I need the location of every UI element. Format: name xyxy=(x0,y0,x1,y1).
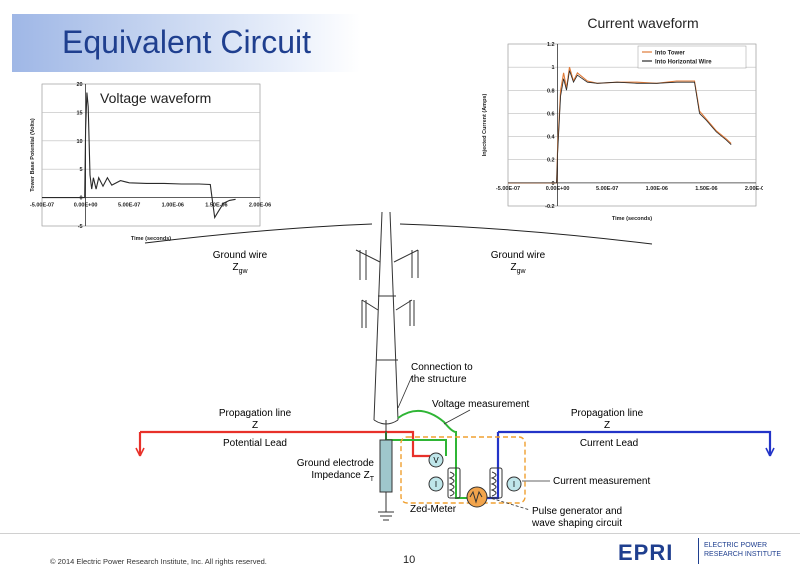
logo-text: ELECTRIC POWER RESEARCH INSTITUTE xyxy=(704,542,782,558)
voltage-measurement-label: Voltage measurement xyxy=(432,399,530,410)
epri-logo: EPRI ELECTRIC POWER RESEARCH INSTITUTE xyxy=(618,538,782,566)
transmission-tower xyxy=(355,211,419,425)
plot-area xyxy=(41,83,261,227)
propagation-left-label: Propagation line Z xyxy=(218,408,292,431)
y-axis-label: Injected Current (Amps) xyxy=(482,94,488,157)
x-tick-label: -5.00E-07 xyxy=(496,186,520,192)
x-tick-label: 1.00E-06 xyxy=(646,186,668,192)
x-tick-label: 0.00E+00 xyxy=(546,186,570,192)
voltage-callout-line xyxy=(443,409,471,425)
y-tick-label: 20 xyxy=(76,82,82,88)
pulse-generator-symbol xyxy=(466,486,488,508)
legend-entry: Into Horizontal Wire xyxy=(655,60,712,66)
voltage-chart: -5 0 5 10 15 20 -5.00E-07 0.00E+00 5.00E-07 1.00E… xyxy=(30,82,271,242)
pulse-generator-label: Pulse generator and wave shaping circuit xyxy=(532,506,623,529)
current-chart: -0.2 0 0.2 0.4 0.6 0.8 1 1.2 -5.00E-07 0.00E+00 5.… xyxy=(482,15,763,222)
y-tick-label: -0.2 xyxy=(545,204,554,210)
y-tick-label: 10 xyxy=(76,139,82,145)
ground-electrode xyxy=(378,420,394,521)
y-tick-label: -5 xyxy=(78,224,83,230)
x-tick-label: 2.00E-06 xyxy=(249,203,271,209)
coil-right xyxy=(489,467,503,499)
y-tick-label: 0.8 xyxy=(547,88,555,94)
legend-entry: Into Tower xyxy=(655,51,686,57)
x-tick-label: 1.00E-06 xyxy=(162,203,184,209)
legend-box xyxy=(637,45,747,69)
propagation-right-label: Propagation line Z xyxy=(570,408,644,431)
pulse-callout-line xyxy=(486,496,531,511)
coil-left xyxy=(447,467,461,499)
x-tick-label: 5.00E-07 xyxy=(596,186,618,192)
logo-divider xyxy=(698,538,699,564)
potential-lead-label: Potential Lead xyxy=(223,438,287,449)
slide-title: Equivalent Circuit xyxy=(62,24,311,60)
voltmeter-symbol: V xyxy=(428,452,444,468)
zed-meter-box xyxy=(400,436,526,504)
x-axis-label: Time (seconds) xyxy=(131,236,171,242)
chart-title: Voltage waveform xyxy=(100,90,211,106)
copyright: © 2014 Electric Power Research Institute… xyxy=(50,557,267,566)
y-tick-label: 0 xyxy=(552,181,555,187)
x-tick-label: 1.50E-06 xyxy=(695,186,717,192)
y-tick-label: 0.6 xyxy=(547,111,555,117)
ground-wire-right-label: Ground wire Zgw xyxy=(490,250,546,275)
ground-wire-right xyxy=(399,223,653,245)
epri-logo-mark: EPRI xyxy=(618,540,673,564)
plot-area xyxy=(507,43,757,207)
ground-wire-left xyxy=(144,223,373,244)
current-measurement-label: Current measurement xyxy=(553,476,651,487)
svg-text:I: I xyxy=(513,480,515,489)
ground-electrode-label: Ground electrode Impedance ZT xyxy=(296,458,374,483)
footer-divider xyxy=(0,533,800,534)
x-axis-label: Time (seconds) xyxy=(612,216,652,222)
y-tick-label: 15 xyxy=(76,110,82,116)
current-lead-label: Current Lead xyxy=(579,438,639,449)
voltage-wire xyxy=(385,410,468,499)
y-tick-label: 1 xyxy=(552,65,555,71)
y-tick-label: 0.4 xyxy=(547,135,556,141)
y-axis-label: Tower Base Potential (Volts) xyxy=(30,118,36,192)
zed-meter-label: Zed-Meter xyxy=(410,504,457,515)
x-tick-label: 2.00E-06 xyxy=(745,186,763,192)
connection-callout-line xyxy=(397,375,413,409)
y-tick-label: 0.2 xyxy=(547,158,555,164)
title-banner xyxy=(12,14,360,72)
page-number: 10 xyxy=(403,554,416,566)
x-tick-label: 5.00E-07 xyxy=(118,203,140,209)
x-tick-label: 0.00E+00 xyxy=(74,203,98,209)
y-tick-label: 1.2 xyxy=(547,42,555,48)
y-tick-label: 5 xyxy=(80,167,83,173)
chart-title: Current waveform xyxy=(587,15,698,31)
ammeter-left-symbol: I xyxy=(428,476,444,492)
svg-text:EPRI: EPRI xyxy=(618,540,673,564)
series-line-1 xyxy=(508,70,732,184)
series-line-0 xyxy=(42,92,236,220)
y-tick-label: 0 xyxy=(80,196,83,202)
svg-text:V: V xyxy=(433,456,439,465)
ground-wire-left-label: Ground wire Zgw xyxy=(212,250,268,275)
ammeter-right-symbol: I xyxy=(506,476,522,492)
connection-label: Connection to the structure xyxy=(411,362,473,385)
svg-text:I: I xyxy=(435,480,437,489)
x-tick-label: -5.00E-07 xyxy=(30,203,54,209)
x-tick-label: 1.50E-06 xyxy=(205,203,227,209)
